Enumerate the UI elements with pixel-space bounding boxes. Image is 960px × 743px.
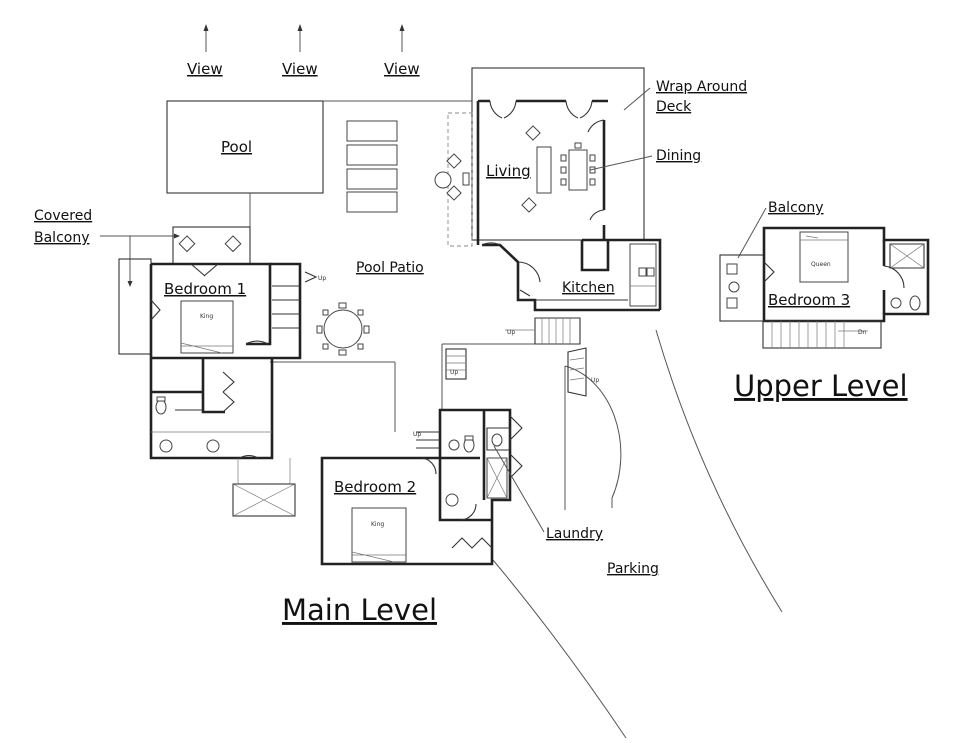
driveway [492, 329, 783, 739]
pool-patio-label: Pool Patio [356, 260, 424, 276]
bathroom-3-fixtures [890, 295, 921, 311]
stair-up-label-2: Up [507, 329, 515, 336]
parking-label: Parking [607, 561, 659, 577]
covered-balcony [100, 226, 251, 355]
stair-up-label-1: Up [318, 275, 326, 282]
pool-label: Pool [221, 138, 252, 156]
stair-up-label-4: Up [450, 369, 458, 376]
bedroom-3-doors [763, 261, 905, 289]
laundry-leader [493, 445, 545, 533]
kitchen-stairs [505, 317, 581, 345]
dining-leader [589, 155, 653, 171]
wrap-deck-label-line1: Wrap Around [656, 79, 747, 95]
lounge-chairs [346, 120, 398, 213]
bed-bedroom-3 [799, 231, 849, 283]
kitchen-fixtures [629, 243, 657, 307]
bedroom-1-deck [232, 458, 296, 517]
upper-balcony [719, 254, 765, 322]
wrap-deck-leader [623, 87, 651, 111]
kitchen-label: Kitchen [562, 280, 615, 296]
living-doors [481, 100, 605, 297]
main-level-title: Main Level [282, 593, 437, 627]
bed-bedroom-2 [351, 507, 407, 563]
upper-stairs [762, 320, 882, 349]
balcony-leader [737, 207, 767, 259]
bed-queen-label: Queen [811, 261, 831, 268]
bedroom-2-doors [421, 415, 523, 549]
view-arrows [203, 24, 405, 52]
covered-balcony-label-line1: Covered [34, 208, 92, 224]
living-label: Living [486, 162, 531, 180]
bedroom-2-label: Bedroom 2 [334, 478, 416, 496]
living-furniture [434, 125, 552, 213]
view-label-3: View [384, 60, 420, 78]
patio-table [316, 302, 370, 356]
laundry-label: Laundry [546, 526, 603, 542]
dining-table [560, 142, 596, 191]
view-label-2: View [282, 60, 318, 78]
bedroom-1-doors [150, 263, 318, 459]
stairs-bedroom-2 [445, 348, 467, 380]
bedroom-2-walls [320, 408, 512, 566]
pool [166, 100, 324, 194]
wrap-deck-label-line2: Deck [656, 99, 692, 115]
bed-bedroom-1 [180, 300, 234, 354]
stair-up-label-5: Up [413, 431, 421, 438]
covered-balcony-label-line2: Balcony [34, 230, 90, 246]
bedroom-1-walls [149, 262, 302, 460]
bedroom-3-label: Bedroom 3 [768, 291, 850, 309]
bed-king-label-2: King [371, 521, 384, 528]
stair-dn-label: Dn [858, 329, 867, 336]
upper-level-title: Upper Level [734, 369, 908, 403]
stair-up-label-3: Up [591, 377, 599, 384]
parking-area [564, 347, 622, 510]
bed-king-label-1: King [200, 313, 213, 320]
balcony-label: Balcony [768, 200, 824, 216]
view-label-1: View [187, 60, 223, 78]
dining-label: Dining [656, 148, 701, 164]
bathroom-2-fixtures [445, 433, 508, 507]
bedroom-1-label: Bedroom 1 [164, 280, 246, 298]
bathroom-1-fixtures [151, 396, 272, 453]
